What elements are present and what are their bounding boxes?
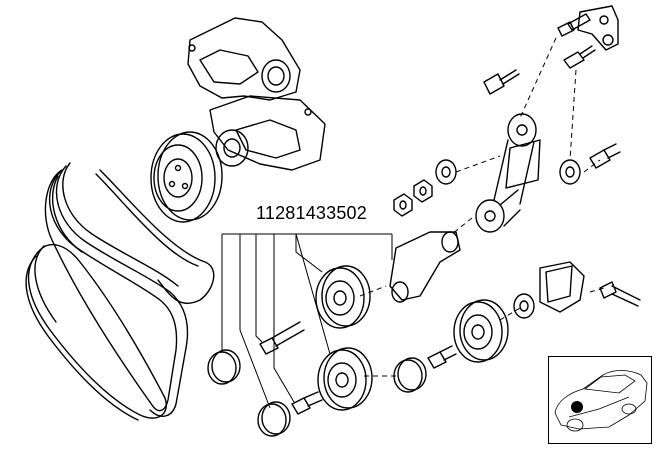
dashed-guides: [359, 37, 605, 377]
part-number-label: 11281433502: [254, 203, 369, 224]
tensioner-pulley[interactable]: [453, 299, 509, 363]
pulley-bolt-lower[interactable]: [291, 391, 323, 415]
tensioner-damper[interactable]: [475, 113, 541, 233]
car-icon: [554, 370, 648, 432]
mounting-bracket[interactable]: [577, 5, 619, 51]
bolt-top[interactable]: [557, 13, 591, 37]
washer-large[interactable]: [435, 159, 457, 185]
vehicle-thumbnail[interactable]: [548, 356, 652, 444]
washer-right[interactable]: [559, 159, 581, 185]
idler-bracket[interactable]: [389, 231, 461, 303]
dust-cap-2[interactable]: [257, 401, 291, 437]
tensioner-bolt[interactable]: [427, 345, 457, 369]
idler-pulley-upper[interactable]: [315, 265, 371, 329]
tensioner-bracket[interactable]: [513, 261, 585, 319]
dust-cap-1[interactable]: [207, 349, 241, 385]
pulley-bolt-upper[interactable]: [259, 321, 305, 355]
pump-pulley[interactable]: [150, 131, 223, 223]
bolt-small[interactable]: [563, 45, 596, 69]
bolt-right-lower[interactable]: [599, 281, 641, 307]
bolt-left[interactable]: [483, 69, 520, 95]
idler-pulley-lower[interactable]: [317, 347, 373, 411]
drive-belt[interactable]: [44, 162, 215, 417]
leader-lines: [221, 233, 393, 409]
dust-cap-3[interactable]: [393, 357, 427, 393]
drive-belt-small[interactable]: [25, 243, 167, 421]
nut-left[interactable]: [393, 193, 413, 217]
water-pump[interactable]: [187, 17, 326, 171]
nut-small[interactable]: [413, 179, 433, 203]
